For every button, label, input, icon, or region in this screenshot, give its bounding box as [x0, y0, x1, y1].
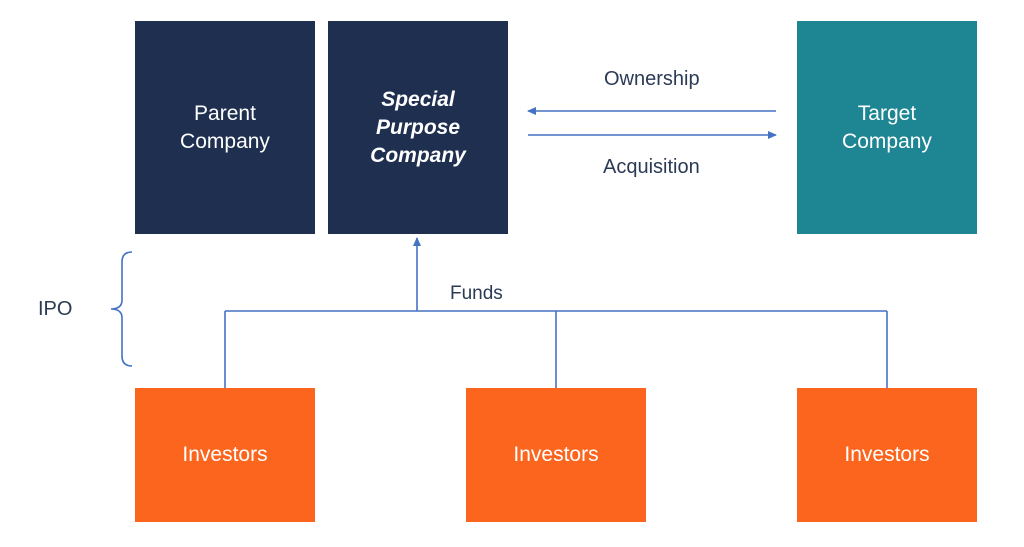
investors-label: Investors: [513, 443, 599, 466]
acquisition-label: Acquisition: [603, 156, 700, 178]
spc-label-line2: Purpose: [375, 115, 461, 139]
parent-company-label-line2: Company: [180, 129, 270, 153]
investors-box-3: Investors: [797, 388, 977, 522]
target-company-label-line2: Company: [842, 129, 932, 153]
ownership-label: Ownership: [604, 68, 700, 90]
ipo-label: IPO: [38, 298, 73, 320]
spc-label-line3: Company: [370, 143, 466, 167]
target-company-label-line1: Target: [857, 101, 917, 125]
ipo-brace: [110, 251, 133, 367]
funds-label: Funds: [450, 283, 503, 304]
investors-box-1: Investors: [135, 388, 315, 522]
parent-company-box: Parent Company: [135, 21, 315, 234]
special-purpose-company-box: Special Purpose Company: [328, 21, 508, 234]
parent-company-label-line1: Parent: [194, 101, 256, 125]
investors-label: Investors: [182, 443, 268, 466]
spc-label-line1: Special: [381, 87, 455, 111]
investors-box-2: Investors: [466, 388, 646, 522]
investors-label: Investors: [844, 443, 930, 466]
target-company-box: Target Company: [797, 21, 977, 234]
